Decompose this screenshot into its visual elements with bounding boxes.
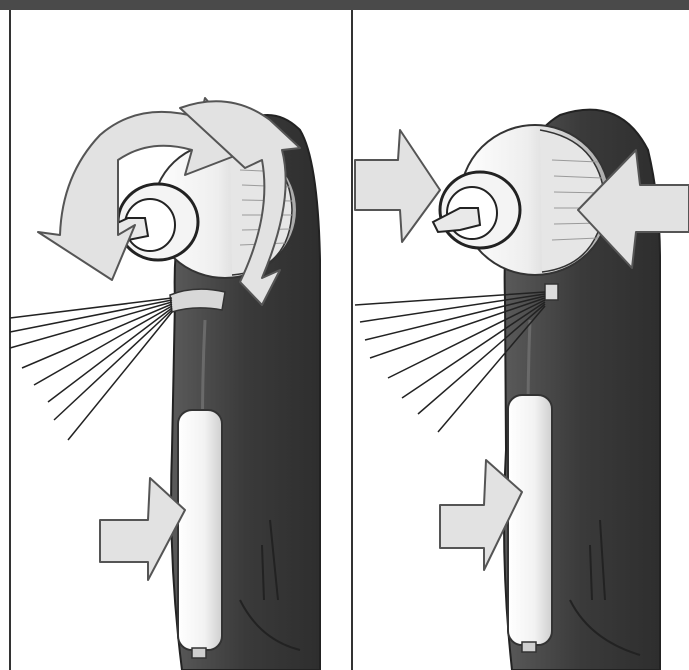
- header-bar: [0, 0, 689, 10]
- battery-pack: [178, 410, 222, 650]
- chuck: [433, 125, 610, 275]
- light-rays-icon: [10, 298, 172, 440]
- left-panel: [10, 98, 320, 670]
- right-panel: [355, 110, 689, 670]
- battery-pack: [508, 395, 552, 645]
- push-arrow-icon: [355, 130, 440, 242]
